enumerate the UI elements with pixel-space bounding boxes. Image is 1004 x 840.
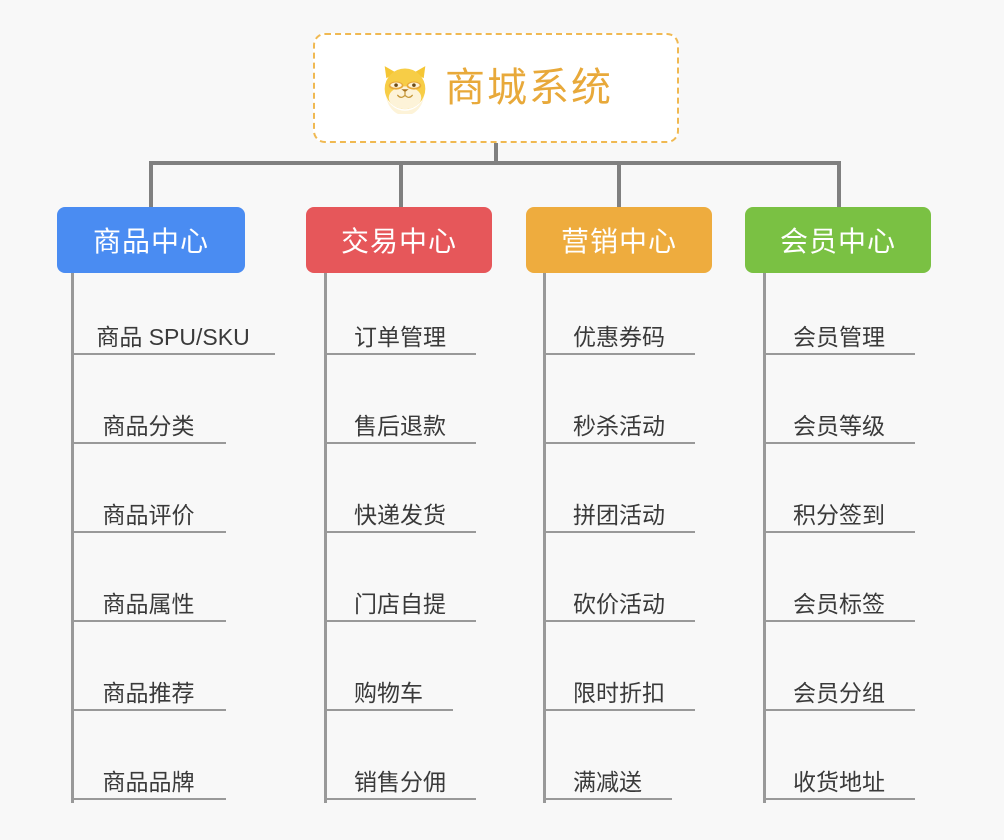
horizontal-bus-connector	[149, 161, 841, 165]
leaf-item-label: 销售分佣	[354, 768, 446, 795]
leaf-item-label: 积分签到	[793, 501, 885, 528]
trunk-line-marketing-center	[543, 273, 546, 803]
leaf-item[interactable]: 售后退款	[324, 392, 476, 444]
leaf-item-label: 商品分类	[102, 412, 195, 439]
root-stem-connector	[494, 143, 498, 165]
leaf-item-label: 订单管理	[354, 323, 446, 350]
drop-connector-marketing-center	[617, 161, 621, 207]
leaf-item-label: 购物车	[354, 679, 423, 706]
column-header-marketing-center[interactable]: 营销中心	[526, 207, 712, 273]
leaf-item-label: 会员标签	[793, 590, 885, 617]
column-header-product-center[interactable]: 商品中心	[57, 207, 245, 273]
leaf-item-label: 砍价活动	[573, 590, 665, 617]
trunk-line-product-center	[71, 273, 74, 803]
leaf-item[interactable]: 购物车	[324, 659, 453, 711]
trunk-line-trade-center	[324, 273, 327, 803]
leaf-item-label: 优惠券码	[573, 323, 665, 350]
column-header-label: 营销中心	[560, 226, 677, 257]
leaf-item-label: 会员等级	[793, 412, 885, 439]
leaf-item-label: 快递发货	[354, 501, 446, 528]
root-title: 商城系统	[445, 66, 613, 110]
leaf-item[interactable]: 积分签到	[763, 481, 915, 533]
leaf-item[interactable]: 订单管理	[324, 303, 476, 355]
leaf-item-label: 商品属性	[102, 590, 195, 617]
leaf-item[interactable]: 秒杀活动	[543, 392, 695, 444]
leaf-item-label: 满减送	[573, 768, 642, 795]
leaf-item[interactable]: 收货地址	[763, 748, 915, 800]
column-header-label: 交易中心	[340, 226, 457, 257]
leaf-item-label: 限时折扣	[573, 679, 665, 706]
leaf-item[interactable]: 商品属性	[71, 570, 226, 622]
leaf-item-label: 会员管理	[793, 323, 885, 350]
column-header-member-center[interactable]: 会员中心	[745, 207, 931, 273]
leaf-item[interactable]: 商品 SPU/SKU	[71, 303, 275, 355]
leaf-item[interactable]: 商品分类	[71, 392, 226, 444]
leaf-item[interactable]: 销售分佣	[324, 748, 476, 800]
leaf-item-label: 商品评价	[102, 501, 195, 528]
leaf-item-label: 拼团活动	[573, 501, 665, 528]
leaf-item-label: 收货地址	[793, 768, 885, 795]
leaf-item-label: 商品 SPU/SKU	[96, 323, 250, 350]
leaf-item[interactable]: 会员分组	[763, 659, 915, 711]
leaf-item[interactable]: 商品评价	[71, 481, 226, 533]
leaf-item[interactable]: 满减送	[543, 748, 672, 800]
drop-connector-member-center	[837, 161, 841, 207]
leaf-item[interactable]: 商品推荐	[71, 659, 226, 711]
leaf-item[interactable]: 会员管理	[763, 303, 915, 355]
root-node[interactable]: 商城系统	[313, 33, 679, 143]
drop-connector-product-center	[149, 161, 153, 207]
leaf-item-label: 售后退款	[354, 412, 446, 439]
column-header-trade-center[interactable]: 交易中心	[306, 207, 492, 273]
leaf-item[interactable]: 商品品牌	[71, 748, 226, 800]
leaf-item[interactable]: 门店自提	[324, 570, 476, 622]
leaf-item-label: 商品推荐	[102, 679, 195, 706]
column-header-label: 商品中心	[92, 226, 209, 257]
leaf-item[interactable]: 会员标签	[763, 570, 915, 622]
leaf-item[interactable]: 优惠券码	[543, 303, 695, 355]
leaf-item[interactable]: 拼团活动	[543, 481, 695, 533]
leaf-item[interactable]: 快递发货	[324, 481, 476, 533]
leaf-item-label: 商品品牌	[102, 768, 195, 795]
drop-connector-trade-center	[399, 161, 403, 207]
leaf-item-label: 会员分组	[793, 679, 885, 706]
leaf-item-label: 门店自提	[354, 590, 446, 617]
leaf-item[interactable]: 砍价活动	[543, 570, 695, 622]
leaf-item-label: 秒杀活动	[573, 412, 665, 439]
trunk-line-member-center	[763, 273, 766, 803]
column-header-label: 会员中心	[779, 226, 896, 257]
shiba-dog-face-icon	[379, 62, 431, 116]
leaf-item[interactable]: 会员等级	[763, 392, 915, 444]
leaf-item[interactable]: 限时折扣	[543, 659, 695, 711]
